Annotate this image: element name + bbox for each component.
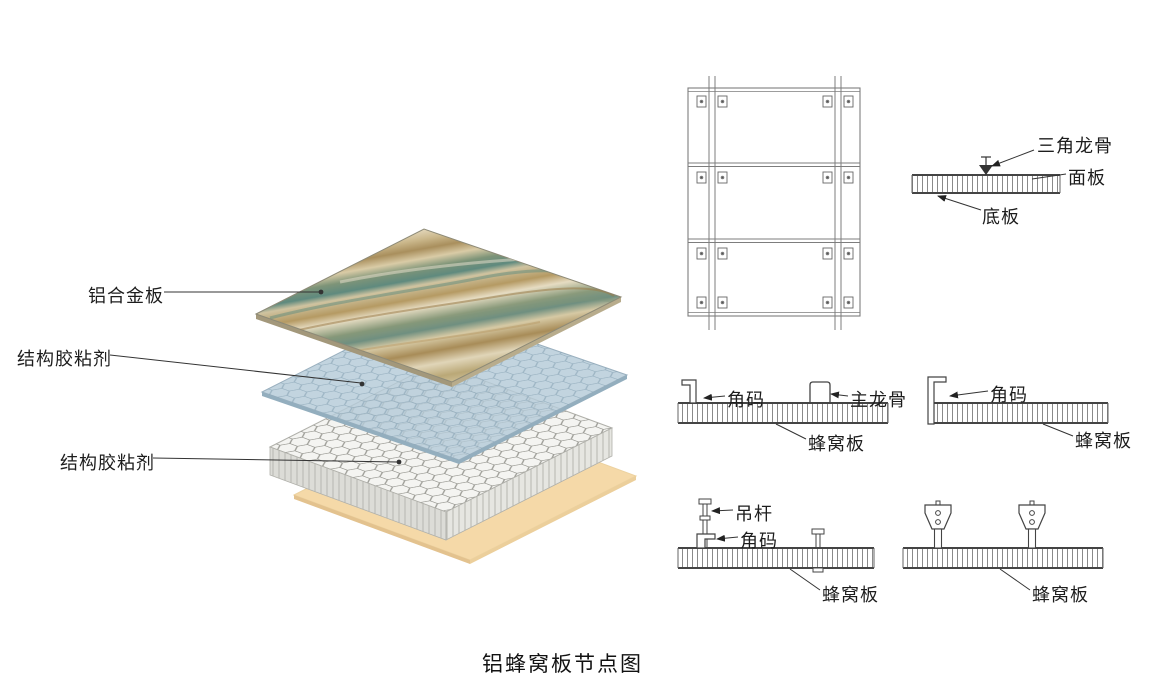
label-adhesive-top: 结构胶粘剂: [17, 349, 112, 369]
main-keel-profile: [804, 381, 836, 404]
hanger-section-right-drawing: [902, 500, 1104, 591]
angle-code-bracket: [681, 379, 697, 404]
bolt-symbol: [811, 528, 825, 573]
label-honeycomb-right: 蜂窝板: [1075, 431, 1132, 451]
ceiling-section-drawing: [911, 149, 1067, 211]
hanger-right-leaders: [999, 568, 1031, 591]
angle-code-bracket: [696, 533, 716, 549]
label-triangle-keel: 三角龙骨: [1037, 136, 1113, 156]
label-hanger-rod: 吊杆: [735, 504, 773, 524]
frame-elevation-drawing: [687, 76, 861, 330]
label-aluminum-panel: 铝合金板: [88, 286, 164, 306]
aluminum-marble-panel: [254, 228, 623, 387]
leader-line: [152, 457, 399, 463]
edge-section-left-drawing: [677, 379, 889, 440]
triangle-keel-symbol: [979, 156, 993, 175]
label-angle-code-right: 角码: [990, 385, 1028, 405]
exploded-leader-lines: [109, 289, 402, 465]
angle-code-bracket: [927, 376, 947, 425]
leader-dot: [396, 459, 402, 465]
hanger-left-leaders: [711, 507, 821, 591]
label-main-keel: 主龙骨: [850, 390, 907, 410]
label-angle-code-hanger: 角码: [740, 531, 778, 551]
edge-section-right-drawing: [927, 376, 1109, 437]
edge-left-leaders: [703, 391, 849, 440]
hanger-section-left-drawing: [677, 498, 875, 591]
label-angle-code-left: 角码: [727, 390, 765, 410]
edge-right-leaders: [949, 390, 1074, 437]
hanger-plate: [1018, 500, 1046, 549]
leader-dot: [359, 381, 365, 387]
label-honeycomb-left: 蜂窝板: [808, 434, 865, 454]
leader-line: [109, 354, 362, 384]
exploded-view-drawing: [109, 228, 638, 564]
ceiling-leaders: [937, 149, 1067, 211]
diagram-title: 铝蜂窝板节点图: [482, 653, 643, 676]
frame-clips: [696, 95, 854, 309]
leader-dot: [318, 289, 324, 295]
label-face-panel: 面板: [1068, 168, 1106, 188]
label-adhesive-bottom: 结构胶粘剂: [60, 453, 155, 473]
hanger-plate: [924, 500, 952, 549]
label-bottom-panel: 底板: [982, 207, 1020, 227]
label-honeycomb-hanger-left: 蜂窝板: [822, 585, 879, 605]
label-honeycomb-hanger-right: 蜂窝板: [1032, 585, 1089, 605]
